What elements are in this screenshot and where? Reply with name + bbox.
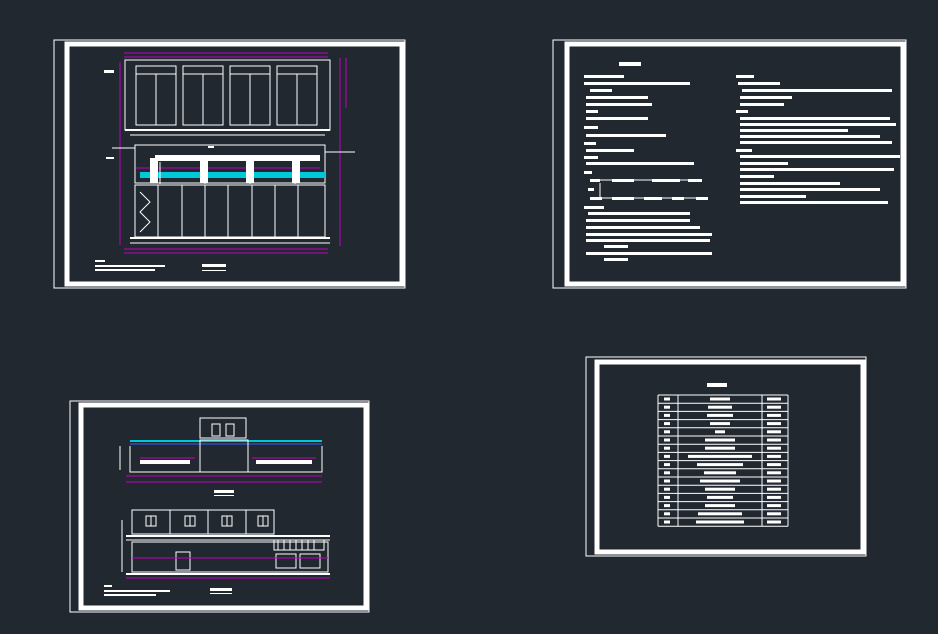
- table-cell-text: [767, 471, 781, 475]
- table-cell-text: [708, 405, 732, 409]
- table-grid: [657, 394, 789, 527]
- table-cell-text: [664, 463, 670, 467]
- table-cell-text: [698, 512, 742, 516]
- table-cell-text: [707, 495, 733, 499]
- sheet-inner-border: [78, 402, 369, 611]
- elevation-b: [121, 509, 330, 579]
- table-cell-text: [767, 487, 781, 491]
- text-notes: [584, 62, 900, 261]
- sheet-inner-border: [564, 41, 906, 287]
- sheet-outer-border: [585, 356, 867, 557]
- table-cell-text: [700, 479, 740, 483]
- table-cell-text: [767, 405, 781, 409]
- plan-drawing: [95, 52, 355, 271]
- lower-tank-row: [130, 184, 330, 244]
- sheet-inner-border: [594, 359, 866, 555]
- table-cell-text: [664, 504, 670, 508]
- sheet-plan[interactable]: [53, 39, 406, 289]
- table-cell-text: [688, 454, 752, 458]
- sheet-notes[interactable]: [552, 39, 907, 289]
- table-cell-text: [705, 504, 735, 508]
- table-cells: [664, 397, 781, 524]
- table-cell-text: [697, 463, 743, 467]
- table-cell-text: [664, 520, 670, 524]
- table-cell-text: [664, 479, 670, 483]
- table-cell-text: [767, 495, 781, 499]
- table-cell-text: [710, 397, 730, 401]
- table-cell-text: [767, 422, 781, 426]
- flow-diagram: [588, 179, 708, 200]
- table-cell-text: [767, 504, 781, 508]
- table-title: [707, 383, 727, 387]
- table-cell-text: [664, 454, 670, 458]
- table-cell-text: [705, 446, 735, 450]
- table-cell-text: [664, 487, 670, 491]
- plan-notes-title: [95, 260, 226, 271]
- table-cell-text: [715, 430, 725, 434]
- table-cell-text: [704, 471, 736, 475]
- middle-channel: [112, 144, 355, 184]
- table-cell-text: [767, 454, 781, 458]
- table-cell-text: [767, 397, 781, 401]
- materials-table: [657, 383, 789, 527]
- sheet-sections[interactable]: [69, 400, 370, 613]
- table-cell-text: [767, 430, 781, 434]
- table-cell-text: [767, 463, 781, 467]
- table-cell-text: [664, 438, 670, 442]
- sheet-inner-border: [64, 41, 405, 287]
- table-cell-text: [696, 520, 744, 524]
- section-drawings: [104, 417, 330, 596]
- table-cell-text: [664, 495, 670, 499]
- table-cell-text: [767, 479, 781, 483]
- table-cell-text: [664, 397, 670, 401]
- table-cell-text: [664, 413, 670, 417]
- table-cell-text: [664, 405, 670, 409]
- table-cell-text: [664, 430, 670, 434]
- table-cell-text: [767, 413, 781, 417]
- table-cell-text: [707, 413, 733, 417]
- sheet-outer-border: [69, 400, 370, 613]
- sheet-outer-border: [53, 39, 406, 289]
- table-cell-text: [767, 438, 781, 442]
- cross-section-a: [119, 417, 323, 483]
- sheet-table[interactable]: [585, 356, 867, 557]
- table-cell-text: [710, 422, 730, 426]
- table-cell-text: [664, 512, 670, 516]
- table-cell-text: [705, 487, 735, 491]
- table-cell-text: [767, 446, 781, 450]
- table-cell-text: [664, 471, 670, 475]
- table-cell-text: [767, 512, 781, 516]
- plan-tags: [104, 70, 214, 159]
- sheet-outer-border: [552, 39, 907, 289]
- table-cell-text: [664, 446, 670, 450]
- table-cell-text: [767, 520, 781, 524]
- table-cell-text: [705, 438, 735, 442]
- table-cell-text: [664, 422, 670, 426]
- upper-tank-row: [124, 59, 331, 136]
